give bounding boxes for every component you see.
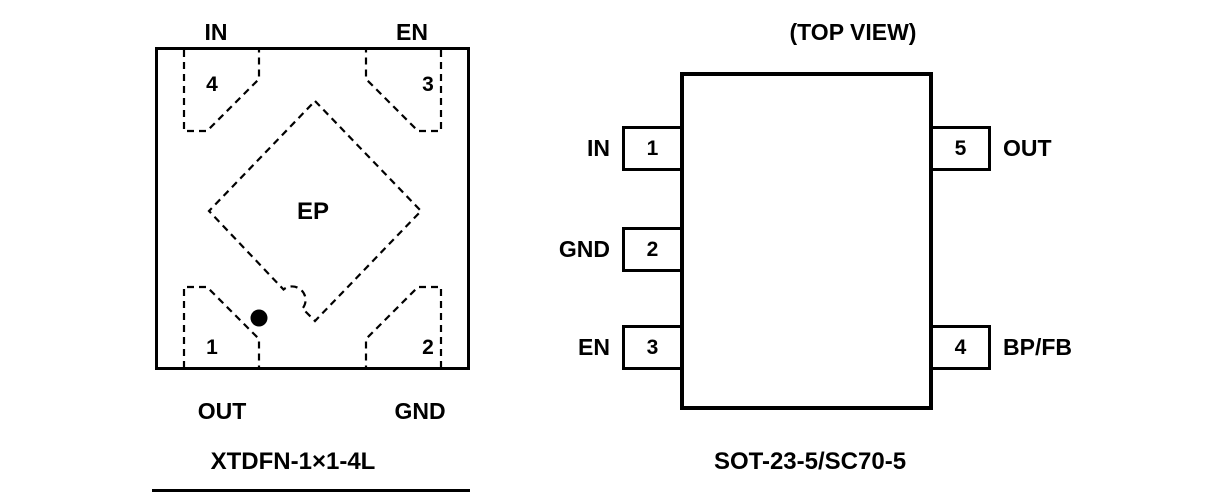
sot-pin-4-label: BP/FB <box>1003 334 1072 360</box>
sot-pin-1-label: IN <box>587 135 610 161</box>
sot-pin-2: 2 <box>622 227 683 272</box>
exposed-pad-diamond <box>207 99 423 323</box>
sot-pin-3-label: EN <box>578 334 610 360</box>
xtdfn-package-outline <box>155 47 470 370</box>
sot-package-body <box>680 72 933 410</box>
pad-pin3 <box>364 50 443 133</box>
xtdfn-package-drawing <box>155 47 470 370</box>
table-border-line <box>152 489 470 492</box>
xtdfn-pin2-number: 2 <box>422 336 434 359</box>
sot-pin-4: 4 <box>930 325 991 370</box>
xtdfn-package-caption: XTDFN-1×1-4L <box>210 448 376 475</box>
pad-pin1 <box>182 285 261 368</box>
sot-pin-4-number: 4 <box>954 335 967 359</box>
sot-package-caption: SOT-23-5/SC70-5 <box>713 448 907 475</box>
sot-pin-5-label: OUT <box>1003 135 1052 161</box>
xtdfn-pin4-label: IN <box>204 19 228 45</box>
sot-pin-5-number: 5 <box>954 136 967 160</box>
sot-pin-5: 5 <box>930 126 991 171</box>
pin1-indicator-dot <box>250 309 268 327</box>
sot-pin-3-number: 3 <box>646 335 659 359</box>
sot-pin-2-number: 2 <box>646 237 659 261</box>
sot-pin-1-number: 1 <box>646 136 659 160</box>
exposed-pad-label: EP <box>296 198 329 225</box>
top-view-title: (TOP VIEW) <box>789 19 917 45</box>
xtdfn-pin4-number: 4 <box>206 73 218 96</box>
sot-pin-3: 3 <box>622 325 683 370</box>
xtdfn-pin2-label: GND <box>394 398 446 424</box>
xtdfn-pin1-label: OUT <box>197 398 247 424</box>
sot-pin-1: 1 <box>622 126 683 171</box>
pad-pin4 <box>182 50 261 133</box>
xtdfn-pin3-number: 3 <box>422 73 434 96</box>
xtdfn-pin3-label: EN <box>396 19 428 45</box>
pad-pin2 <box>364 285 443 368</box>
sot-pin-2-label: GND <box>558 236 610 262</box>
xtdfn-pin1-number: 1 <box>206 336 218 359</box>
